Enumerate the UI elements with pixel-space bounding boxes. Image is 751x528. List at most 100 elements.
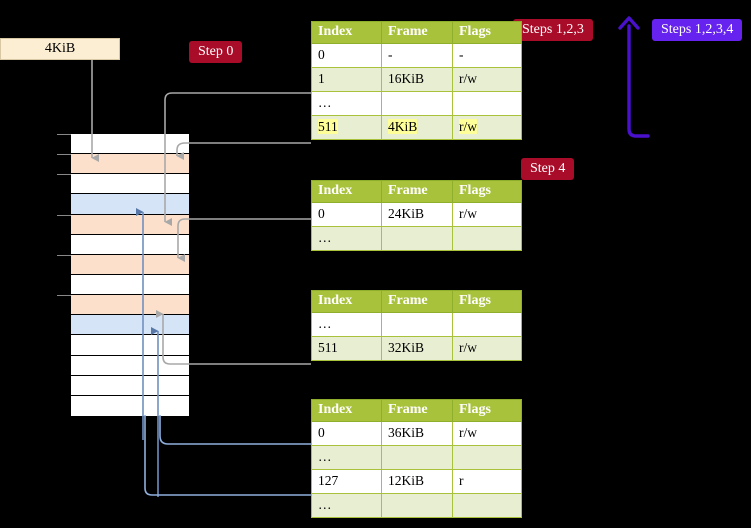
- memory-frame-tick: [57, 174, 71, 176]
- table-cell: 24KiB: [381, 202, 453, 227]
- steps-bracket-arrow: [618, 16, 650, 138]
- column-header-index: Index: [311, 399, 382, 422]
- memory-frame-row: [71, 315, 189, 336]
- cell-value: 0: [318, 206, 325, 221]
- connector-table1-row511: [176, 142, 311, 160]
- table-cell: …: [311, 91, 382, 116]
- column-header-frame: Frame: [381, 290, 453, 313]
- connector-table2-row0: [177, 218, 311, 262]
- cell-value: 24KiB: [388, 206, 425, 221]
- table-cell: 511: [311, 336, 382, 361]
- cell-value: r/w: [459, 425, 477, 440]
- memory-frame-row: [57, 254, 189, 275]
- cell-value: …: [318, 497, 332, 512]
- cell-value: 511: [318, 340, 338, 355]
- cell-value: …: [318, 449, 332, 464]
- memory-frame-row: [57, 134, 189, 155]
- badge-step-0: Step 0: [189, 41, 243, 63]
- page-size-box: 4KiB: [0, 38, 120, 60]
- table-cell: 4KiB: [381, 115, 453, 140]
- memory-frame-row: [57, 154, 189, 175]
- column-header-flags: Flags: [452, 290, 522, 313]
- connector-table4-row127: [144, 415, 311, 496]
- table-row: 1 16KiB r/w: [311, 67, 522, 92]
- cell-value: r/w: [459, 71, 477, 86]
- table-cell: 0: [311, 421, 382, 446]
- table-cell: r: [452, 469, 522, 494]
- table-row: …: [311, 445, 522, 470]
- table-cell: [381, 91, 453, 116]
- table-cell: 0: [311, 43, 382, 68]
- table-row: …: [311, 312, 522, 337]
- table-row: …: [311, 91, 522, 116]
- cell-value: 16KiB: [388, 71, 425, 86]
- page-size-label: 4KiB: [44, 41, 76, 56]
- memory-frame-row: [71, 355, 189, 376]
- memory-frame-row: [71, 194, 189, 215]
- column-header-frame: Frame: [381, 180, 453, 203]
- badge-steps-1234-label: Steps 1,2,3,4: [661, 22, 734, 37]
- connector-table4-row0: [159, 415, 311, 445]
- table-cell: [452, 226, 522, 251]
- table-cell: [452, 312, 522, 337]
- column-header-flags: Flags: [452, 180, 522, 203]
- memory-frame-tick: [57, 295, 71, 297]
- cell-value: …: [318, 230, 332, 245]
- cell-value: 1: [318, 71, 325, 86]
- cell-value: 0: [318, 425, 325, 440]
- table-cell: r/w: [452, 67, 522, 92]
- memory-frame-row: [71, 375, 189, 396]
- table-cell: …: [311, 226, 382, 251]
- badge-steps-1234: Steps 1,2,3,4: [652, 19, 743, 41]
- memory-frame-row: [57, 214, 189, 235]
- memory-frame-row: [71, 275, 189, 296]
- table-row: 127 12KiB r: [311, 469, 522, 494]
- table-cell: r/w: [452, 336, 522, 361]
- cell-value: 127: [318, 473, 339, 488]
- table-cell: 127: [311, 469, 382, 494]
- memory-frame-tick: [57, 154, 71, 156]
- cell-value: 0: [318, 47, 325, 62]
- cell-value: 511: [318, 119, 338, 134]
- table-cell: r/w: [452, 421, 522, 446]
- table-cell: 12KiB: [381, 469, 453, 494]
- cell-value: 4KiB: [388, 119, 418, 134]
- table-cell: 0: [311, 202, 382, 227]
- cell-value: r: [459, 473, 464, 488]
- table-cell: -: [381, 43, 453, 68]
- table-cell: 16KiB: [381, 67, 453, 92]
- cell-value: -: [388, 47, 393, 62]
- column-header-index: Index: [311, 290, 382, 313]
- table-row: 0 24KiB r/w: [311, 202, 522, 227]
- table-cell: -: [452, 43, 522, 68]
- table-cell: [452, 445, 522, 470]
- table-cell: 1: [311, 67, 382, 92]
- table-row: 0 36KiB r/w: [311, 421, 522, 446]
- memory-frame-row: [71, 395, 189, 416]
- table-row: …: [311, 226, 522, 251]
- memory-frame-row: [71, 335, 189, 356]
- cell-value: …: [318, 95, 332, 110]
- cell-value: 12KiB: [388, 473, 425, 488]
- cell-value: 32KiB: [388, 340, 425, 355]
- column-header-frame: Frame: [381, 399, 453, 422]
- cell-value: r/w: [459, 206, 477, 221]
- memory-frame-row: [57, 295, 189, 316]
- table-cell: 36KiB: [381, 421, 453, 446]
- cell-value: …: [318, 316, 332, 331]
- table-cell: [381, 226, 453, 251]
- badge-step-0-label: Step 0: [198, 44, 234, 59]
- cell-value: -: [459, 47, 464, 62]
- cell-value: r/w: [459, 340, 477, 355]
- badge-steps-123: Steps 1,2,3: [513, 19, 593, 41]
- memory-frame-tick: [57, 254, 71, 256]
- memory-frame-tick: [57, 134, 71, 135]
